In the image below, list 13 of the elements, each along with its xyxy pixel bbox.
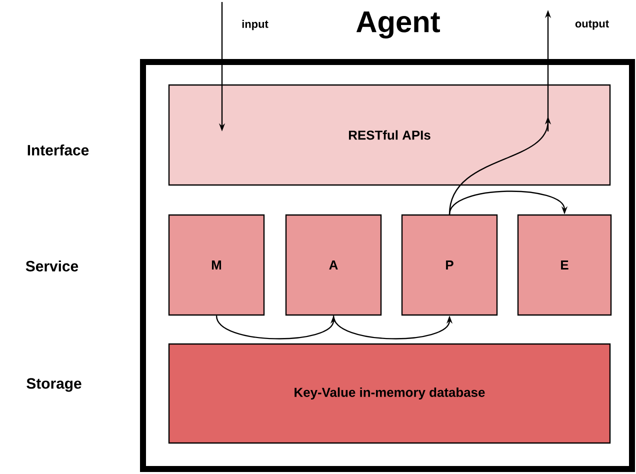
arrow bbox=[448, 190, 568, 215]
io-label: output bbox=[575, 20, 609, 30]
service-box: M bbox=[168, 214, 265, 316]
layer-label: Interface bbox=[28, 144, 89, 156]
io-label: input bbox=[242, 20, 268, 30]
database-box: Key-Value in-memory database bbox=[168, 343, 611, 444]
layer-label: Storage bbox=[26, 378, 82, 392]
service-box: P bbox=[401, 214, 498, 316]
interface-box: RESTful APIs bbox=[168, 84, 611, 186]
node-label: Agent bbox=[356, 12, 440, 38]
service-box: E bbox=[517, 214, 612, 316]
service-box: A bbox=[285, 214, 382, 316]
layer-label: Service bbox=[26, 260, 78, 272]
